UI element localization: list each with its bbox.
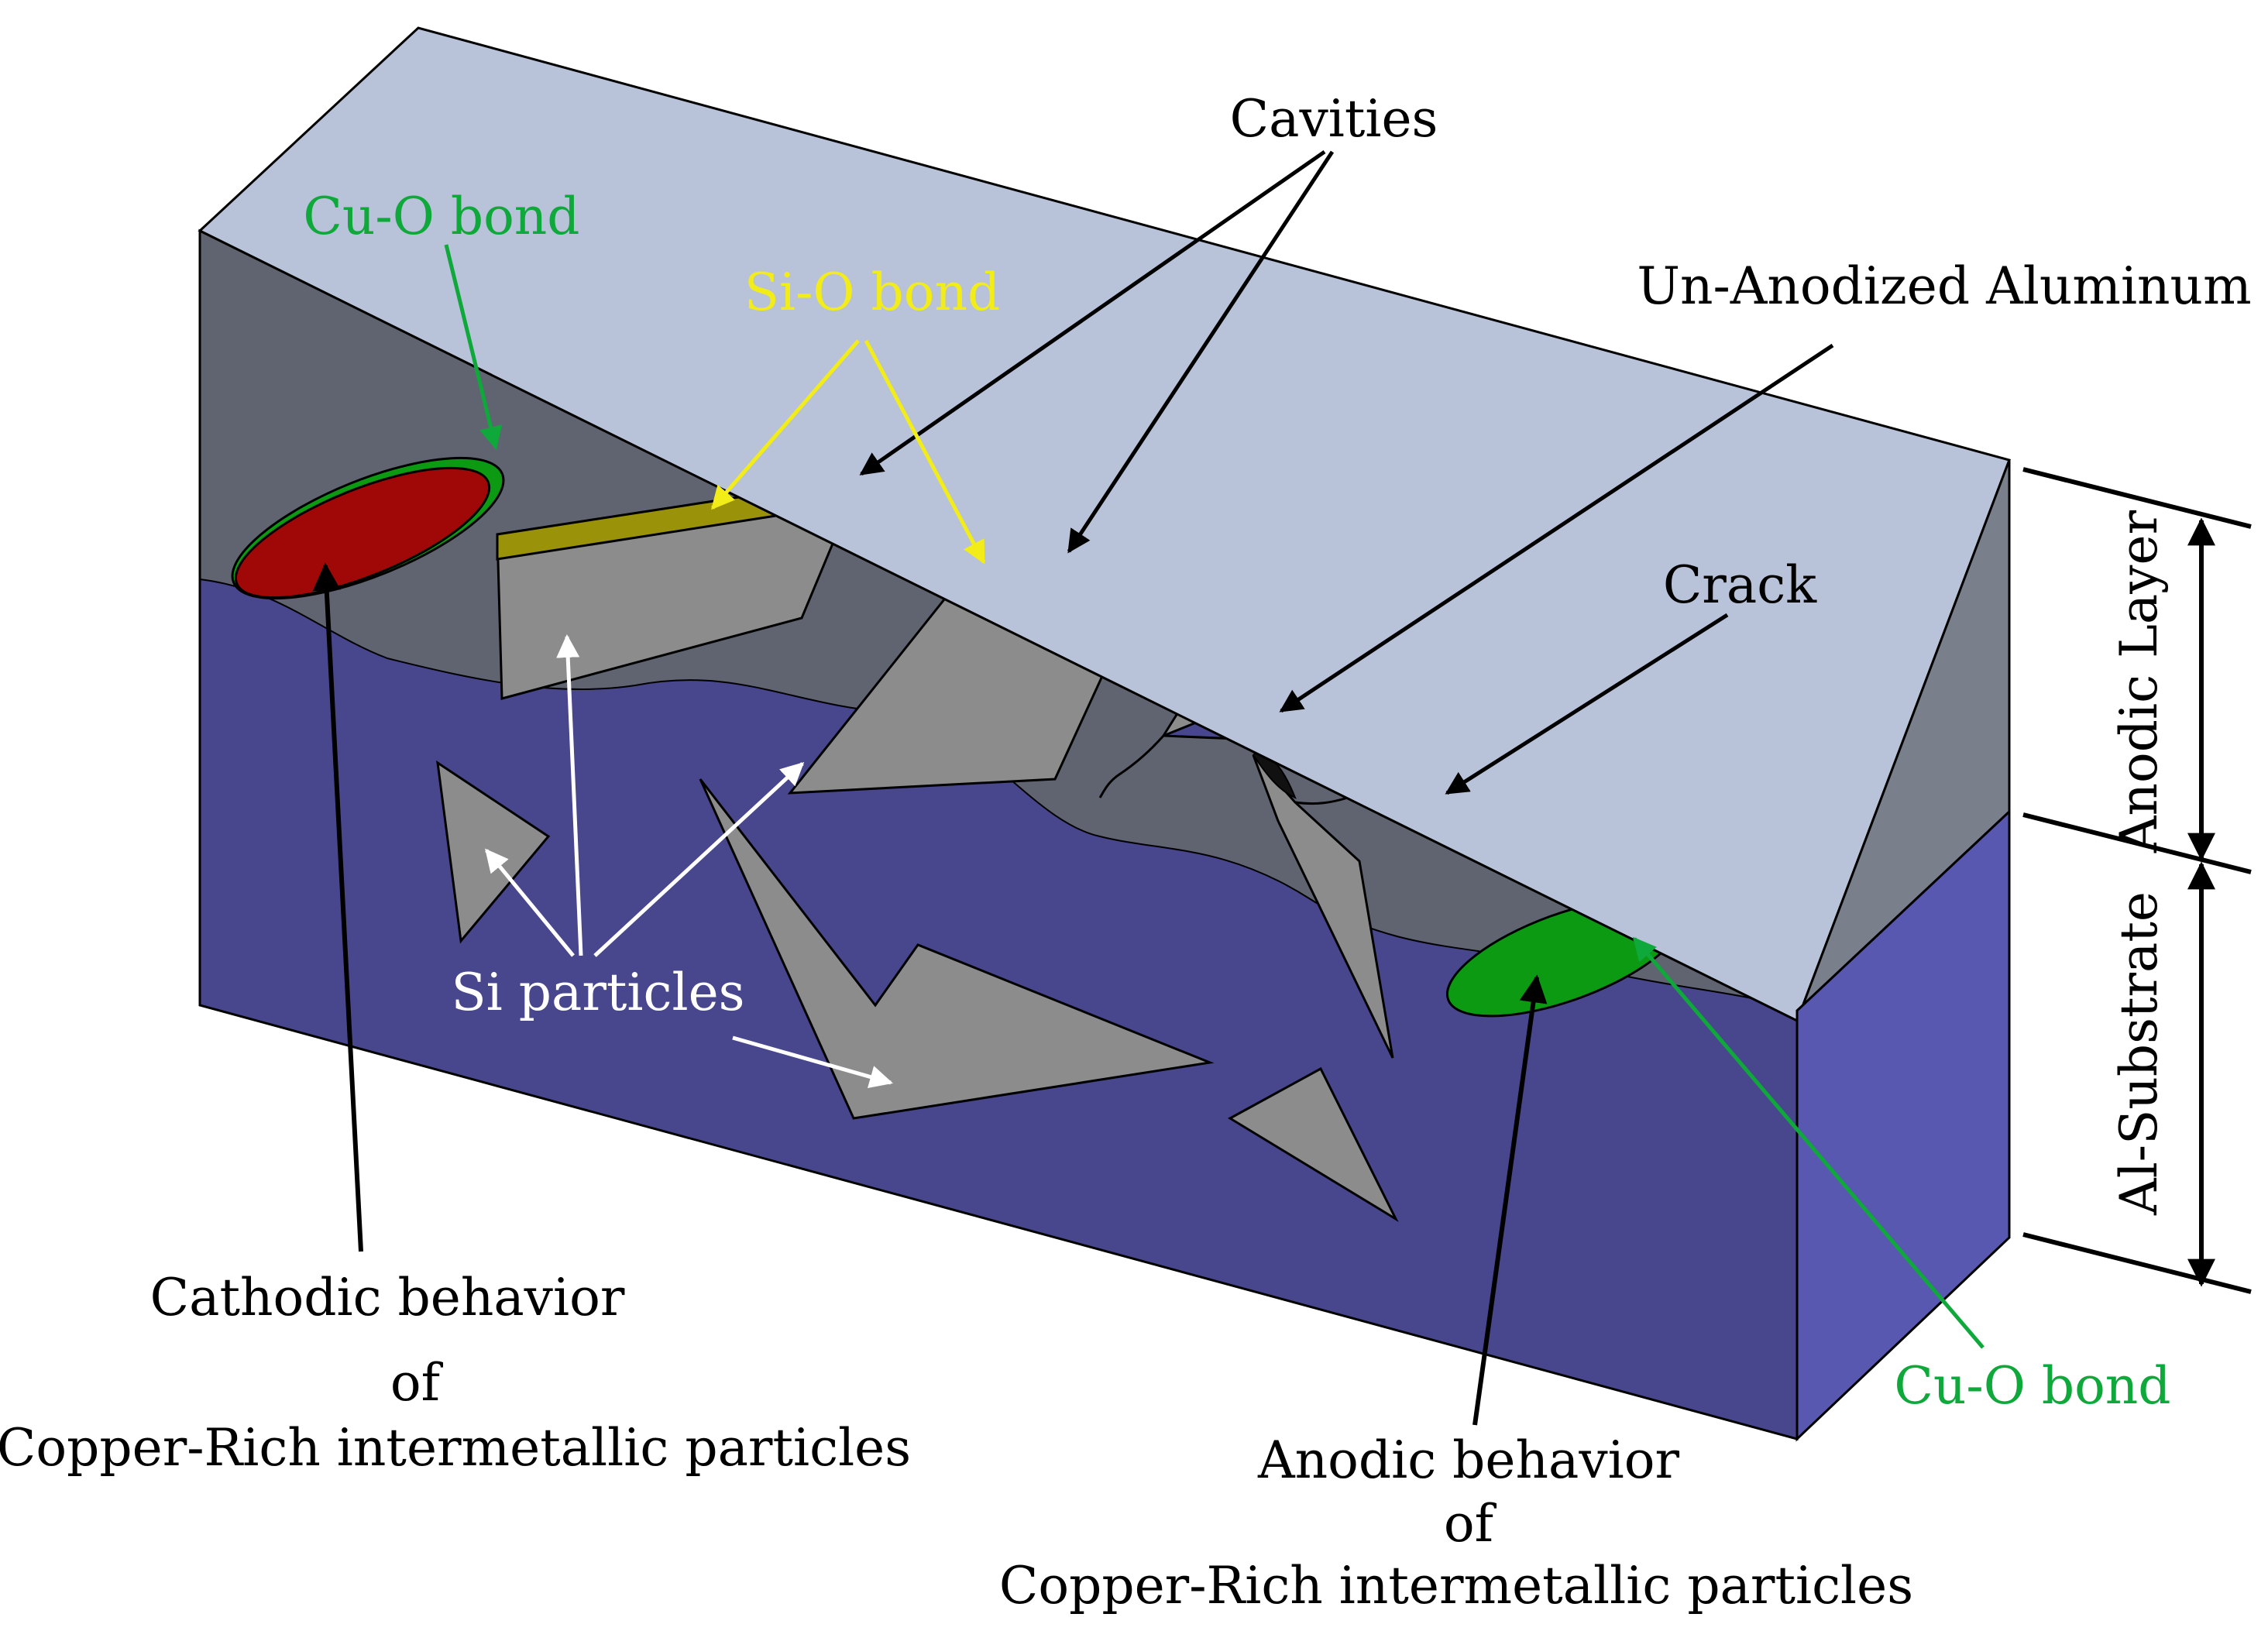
dimension-tick-top <box>2022 467 2252 529</box>
cathodic-cu-rich-particle <box>234 466 491 599</box>
cavities-arrow-2 <box>1067 150 1335 554</box>
cu-o-bond-label-bottom: Cu-O bond <box>1894 1356 2170 1416</box>
si-particle-7 <box>1227 1066 1399 1222</box>
cathodic-behavior-line-1: Cathodic behavior <box>150 1268 625 1327</box>
cu-o-bond-arrow-top <box>444 244 503 450</box>
si-particles-arrow-2 <box>485 848 575 957</box>
si-o-bond-label: Si-O bond <box>744 263 1000 322</box>
si-particles-label: Si particles <box>451 963 744 1022</box>
anodic-behavior-line-2: of <box>1444 1494 1497 1554</box>
al-substrate-label: Al-Substrate <box>2109 891 2169 1216</box>
cathodic-behavior-line-2: of <box>390 1353 444 1413</box>
cavities-label: Cavities <box>1230 89 1438 149</box>
cu-o-bond-label-top: Cu-O bond <box>303 187 579 246</box>
dimension-tick-bottom <box>2022 1232 2252 1294</box>
cavities-arrow-1 <box>859 149 1326 476</box>
si-o-bond-arrow-1 <box>711 339 860 510</box>
anodic-layer-label: Anodic Layer <box>2109 510 2169 853</box>
si-particles-arrow-3 <box>593 761 805 957</box>
crack-small-2 <box>1098 735 1165 798</box>
si-particles-arrow-1 <box>556 634 583 956</box>
si-particle-6 <box>699 778 1215 1120</box>
cathodic-behavior-line-3: Copper-Rich intermetallic particles <box>0 1418 911 1478</box>
anodic-behavior-line-3: Copper-Rich intermetallic particles <box>999 1556 1913 1616</box>
cathodic-behavior-pointer <box>312 562 363 1252</box>
un-anodized-aluminum-arrow <box>1279 343 1834 713</box>
si-o-bond-arrow-2 <box>864 339 986 565</box>
crack-arrow <box>1445 613 1729 795</box>
anodic-behavior-line-1: Anodic behavior <box>1257 1430 1679 1490</box>
cu-o-bond-arrow-bottom <box>1633 936 1984 1349</box>
un-anodized-aluminum-label: Un-Anodized Aluminum <box>1637 256 2251 316</box>
al-substrate-side-face <box>1796 809 2011 1442</box>
si-particles-arrow-4 <box>732 1035 893 1089</box>
anodic-behavior-pointer <box>1472 974 1548 1426</box>
crack-label: Crack <box>1663 555 1817 615</box>
